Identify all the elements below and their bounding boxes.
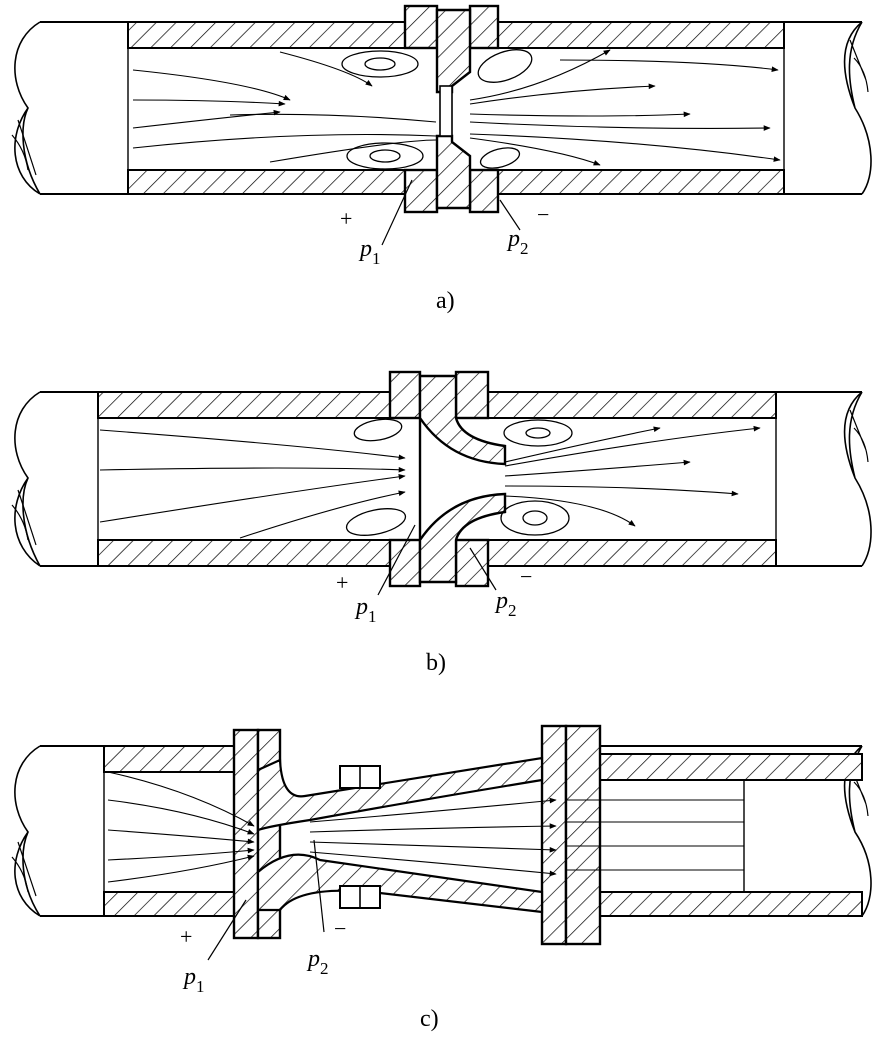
upper-wall-left-b <box>97 391 391 419</box>
nozzle-upper-b <box>418 374 507 466</box>
upper-wall-left-a <box>127 21 406 49</box>
minus-sign-a: − <box>537 202 549 227</box>
p2-leader-b <box>469 547 497 591</box>
nozzle-lower-b <box>418 492 507 584</box>
p1-label-a: p1 <box>358 236 381 268</box>
streamlines-c <box>107 771 744 883</box>
eddies-b <box>345 418 573 536</box>
p1-label-b: p1 <box>354 594 377 626</box>
p2-label-c: p2 <box>306 946 329 978</box>
p2-leader-a <box>499 199 521 231</box>
streamlines-b <box>99 425 761 539</box>
pipe-break-left-a <box>14 21 41 195</box>
streamlines-a <box>132 49 781 166</box>
upper-wall-right-c <box>599 753 863 781</box>
pipe-break-right-a <box>843 21 872 195</box>
pipe-break-left-c <box>14 745 41 917</box>
flange-downstream-top-b <box>454 370 490 420</box>
flange-downstream-top-a <box>468 4 500 50</box>
lower-wall-right-c <box>599 891 863 917</box>
p1-leader-a <box>381 179 413 246</box>
lower-wall-right-b <box>487 539 777 567</box>
eddies-a <box>341 49 533 170</box>
lower-wall-left-c <box>103 891 239 917</box>
flange-inlet-c <box>232 728 260 940</box>
flange-downstream-bottom-a <box>468 168 500 214</box>
p1-leader-b <box>377 524 416 596</box>
flange-upstream-bottom-a <box>403 168 439 214</box>
caption-c: c) <box>420 1006 439 1032</box>
panel-b-nozzle: + − p1 p2 b) <box>11 370 872 676</box>
plus-sign-c: + <box>180 924 192 949</box>
p2-leader-c <box>313 839 325 933</box>
lower-wall-left-b <box>97 539 391 567</box>
lower-wall-left-a <box>127 169 406 195</box>
p1-leader-c <box>207 899 247 961</box>
plus-sign-a: + <box>340 206 352 231</box>
plus-sign-b: + <box>336 570 348 595</box>
flange-outlet-c <box>540 724 568 946</box>
caption-a: a) <box>436 288 455 314</box>
pipe-break-right-b <box>843 391 872 567</box>
p2-label-b: p2 <box>494 588 517 620</box>
panel-c-venturi: + − p1 p2 c) <box>11 724 872 1032</box>
upper-wall-left-c <box>103 745 239 773</box>
orifice-plate-upper-a <box>435 8 472 94</box>
caption-b: b) <box>426 650 446 676</box>
minus-sign-b: − <box>520 564 532 589</box>
venturi-lower-c <box>256 853 544 914</box>
flange-upstream-top-b <box>388 370 422 420</box>
p2-label-a: p2 <box>506 226 529 258</box>
flange-upstream-top-a <box>403 4 439 50</box>
p1-label-c: p1 <box>182 964 205 996</box>
minus-sign-c: − <box>334 916 346 941</box>
venturi-upper-c <box>256 756 544 832</box>
upper-wall-right-a <box>497 21 785 49</box>
upper-wall-right-b <box>487 391 777 419</box>
panel-a-orifice: + − p1 p2 a) <box>11 4 872 314</box>
pipe-break-left-b <box>14 391 41 567</box>
orifice-plate-lower-a <box>435 134 472 210</box>
lower-wall-right-a <box>497 169 785 195</box>
flange-downstream-bottom-b <box>454 538 490 588</box>
